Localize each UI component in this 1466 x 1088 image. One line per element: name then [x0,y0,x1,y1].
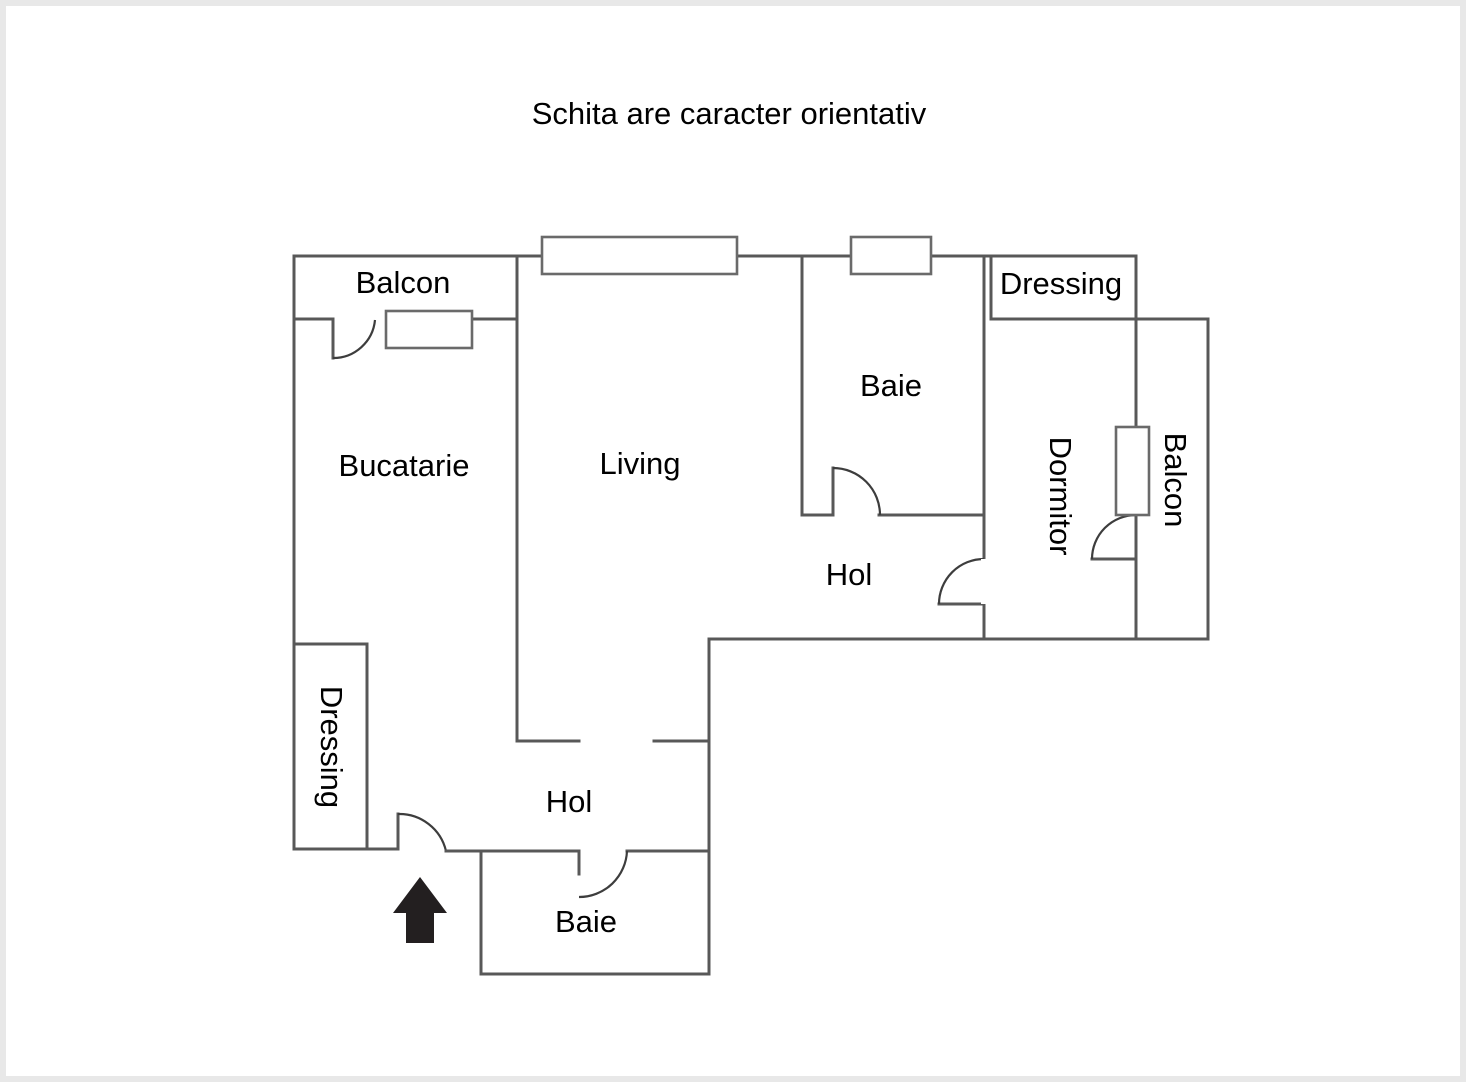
room-dormitor [982,317,1210,641]
door-opening-hol-dormitor [981,559,987,604]
room-balcon-top [292,309,519,360]
door-arc-dormitor-balcon[interactable] [1090,513,1137,560]
room-label-baie-bottom: Baie [555,904,617,939]
window-baie-top [849,235,933,276]
door-arc-hol-dormitor[interactable] [937,557,985,605]
room-dressing-top [989,254,1210,321]
window-balcon-top [384,309,474,350]
floor-plan-drawing: Schita are caracter orientativ [292,96,1210,976]
door-arc-baie-top[interactable] [832,466,882,516]
window-balcon-right [1114,425,1151,517]
door-arc-balcon-top[interactable] [332,319,377,360]
door-group-entry [396,812,483,853]
door-arc-baie-bottom[interactable] [578,850,629,899]
room-label-hol-bottom: Hol [546,784,593,819]
entry-arrow-icon [393,877,447,943]
door-arc-entry[interactable] [397,812,448,852]
room-label-living: Living [600,446,681,481]
room-label-baie-top: Baie [860,368,922,403]
room-label-bucatarie: Bucatarie [339,448,470,483]
room-label-balcon-top: Balcon [356,265,451,300]
wall-group-living [515,254,986,976]
page-title: Schita are caracter orientativ [532,96,927,131]
room-baie-bottom [479,849,711,976]
room-label-hol-mid: Hol [826,557,873,592]
room-label-balcon-right: Balcon [1158,433,1193,528]
room-label-dressing-top: Dressing [1000,266,1122,301]
window-group-top [540,235,933,276]
room-label-dressing-bottom: Dressing [314,686,349,808]
room-label-dormitor: Dormitor [1043,437,1078,556]
window-living-top [540,235,739,276]
room-dressing-bottom [292,642,369,851]
door-group-hol-dormitor [937,557,987,606]
